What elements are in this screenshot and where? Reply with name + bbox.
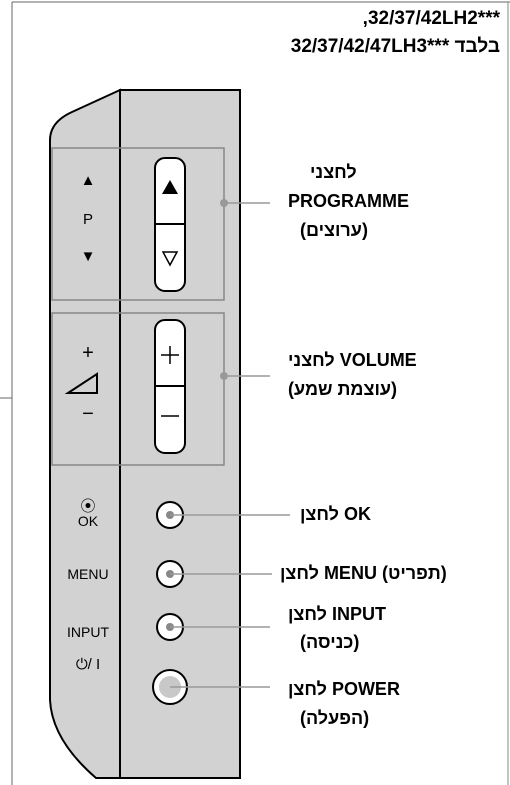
vol-minus-symbol: − — [82, 403, 94, 425]
programme-group-box — [51, 147, 225, 301]
ok-symbol-icon: ⦿ — [80, 498, 96, 515]
menu-text: MENU — [67, 566, 109, 582]
programme-up-triangle-icon — [162, 180, 178, 194]
programme-leader-dot — [220, 199, 228, 207]
volume-wedge-icon — [64, 372, 98, 394]
menu-label: לחצן MENU (תפריט) — [280, 563, 447, 583]
ok-label: לחצן OK — [300, 504, 371, 524]
volume-leader-dot — [220, 372, 228, 380]
model-line-1: ,32/37/42LH2*** — [362, 8, 500, 29]
programme-down-triangle-icon — [161, 251, 179, 267]
volume-label-line1: לחצני VOLUME — [288, 350, 417, 370]
input-text: INPUT — [67, 624, 109, 640]
ok-text: OK — [77, 513, 99, 529]
power-label-line1: לחצן POWER — [288, 679, 400, 699]
prog-up-symbol: ▲ — [80, 172, 96, 189]
prog-down-symbol: ▼ — [80, 248, 96, 265]
model-line-2: 32/37/42/47LH3*** בלבד — [290, 36, 500, 57]
volume-label-line2: (עוצמת שמע) — [288, 379, 398, 399]
input-label-line2: (כניסה) — [300, 632, 360, 652]
input-label-line1: לחצן INPUT — [288, 604, 386, 624]
power-label-line2: (הפעלה) — [300, 708, 370, 728]
power-text: ⏻/ I — [75, 656, 101, 673]
volume-group-box — [51, 312, 225, 466]
programme-label-line2: PROGRAMME — [288, 191, 409, 211]
vol-plus-symbol: + — [82, 342, 94, 364]
tv-front-bezel — [49, 88, 121, 779]
prog-letter: P — [82, 211, 93, 228]
programme-label-line1: לחצני — [310, 162, 357, 182]
programme-label-line3: (ערוצים) — [300, 220, 368, 240]
